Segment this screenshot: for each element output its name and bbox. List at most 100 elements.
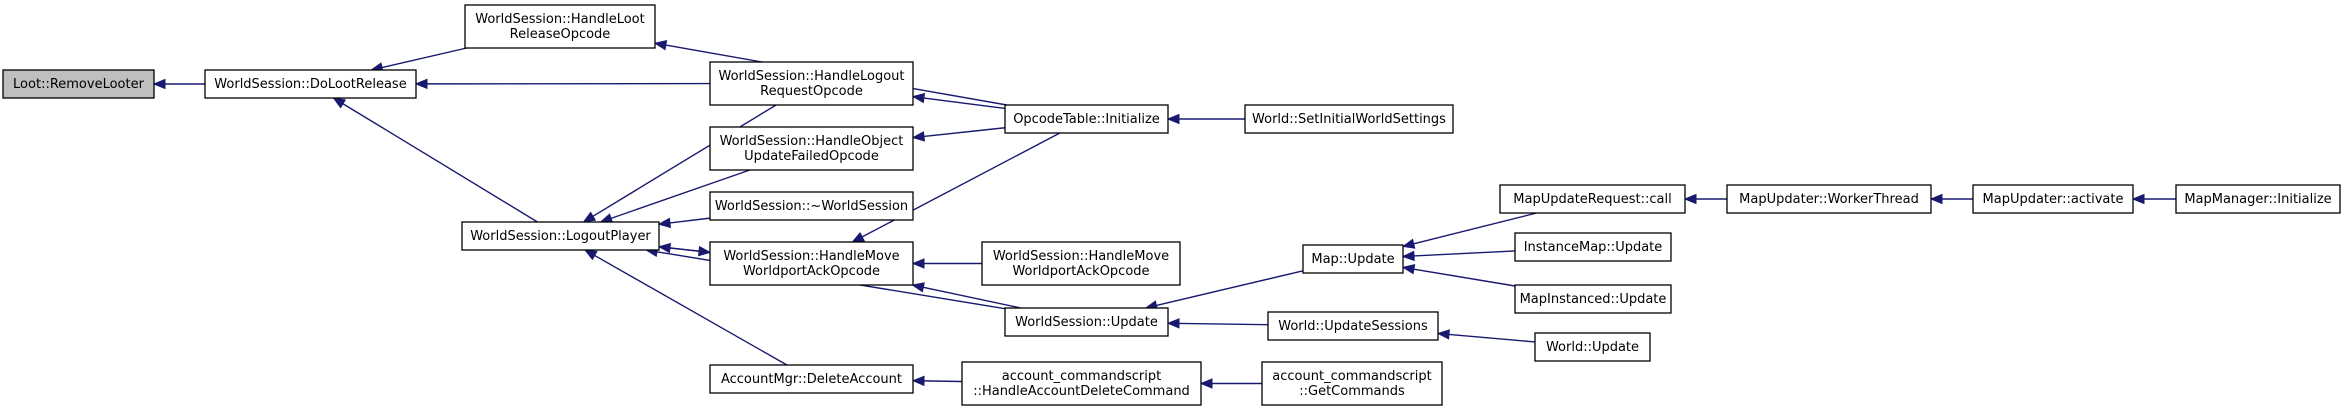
node-box[interactable] xyxy=(204,69,417,99)
node-handleobjectupdate[interactable]: WorldSession::HandleObjectUpdateFailedOp… xyxy=(709,126,914,171)
node-box[interactable] xyxy=(464,4,656,49)
node-setinitial[interactable]: World::SetInitialWorldSettings xyxy=(1244,104,1454,134)
node-workerthread[interactable]: MapUpdater::WorkerThread xyxy=(1726,184,1932,214)
arrowhead-icon xyxy=(697,245,712,257)
node-mapinstanced[interactable]: MapInstanced::Update xyxy=(1514,284,1672,314)
node-box[interactable] xyxy=(1514,284,1672,314)
node-map_update[interactable]: Map::Update xyxy=(1302,244,1404,274)
edge-instancemap-to-map_update xyxy=(1401,250,1516,262)
arrowhead-icon xyxy=(1436,329,1450,340)
node-label: MapUpdateRequest::call xyxy=(1513,192,1671,207)
node-label: WorldSession::HandleMove xyxy=(993,249,1169,264)
arrowhead-icon xyxy=(582,211,597,223)
edge-acct_getcommands-to-acct_handledelete xyxy=(1199,378,1262,389)
node-label: WorldSession::HandleMove xyxy=(723,249,899,264)
node-box[interactable] xyxy=(1261,361,1443,406)
node-label: InstanceMap::Update xyxy=(1524,240,1663,255)
node-box[interactable] xyxy=(1514,232,1672,262)
node-box[interactable] xyxy=(961,361,1202,406)
node-box[interactable] xyxy=(2175,184,2341,214)
node-box[interactable] xyxy=(709,364,914,394)
node-label: WorldSession::Update xyxy=(1015,315,1158,330)
node-box[interactable] xyxy=(461,221,660,251)
node-world_update[interactable]: World::Update xyxy=(1534,332,1651,362)
edge-line xyxy=(923,97,1006,110)
arrowhead-icon xyxy=(851,232,866,243)
node-box[interactable] xyxy=(1499,184,1686,214)
edge-world_update-to-updatesessions xyxy=(1436,329,1536,343)
node-mapupdaterequest[interactable]: MapUpdateRequest::call xyxy=(1499,184,1686,214)
node-acct_getcommands[interactable]: account_commandscript::GetCommands xyxy=(1261,361,1443,406)
node-dtor[interactable]: WorldSession::~WorldSession xyxy=(709,191,914,221)
edge-line xyxy=(592,104,777,217)
node-handlemove1[interactable]: WorldSession::HandleMoveWorldportAckOpco… xyxy=(709,241,914,286)
edge-mapmanager-to-activate xyxy=(2131,193,2176,205)
edge-line xyxy=(1413,268,1516,287)
node-updatesessions[interactable]: World::UpdateSessions xyxy=(1267,311,1439,341)
node-acct_handledelete[interactable]: account_commandscript::HandleAccountDele… xyxy=(961,361,1202,406)
edge-line xyxy=(658,246,700,252)
edge-line xyxy=(594,254,788,366)
node-loot_removelooter[interactable]: Loot::RemoveLooter xyxy=(2,69,155,99)
node-box[interactable] xyxy=(709,126,914,171)
edge-line xyxy=(1448,333,1536,343)
arrowhead-icon xyxy=(911,131,925,142)
node-label: RequestOpcode xyxy=(760,84,863,99)
node-mapmanager[interactable]: MapManager::Initialize xyxy=(2175,184,2341,214)
node-box[interactable] xyxy=(1244,104,1454,134)
node-label: OpcodeTable::Initialize xyxy=(1013,112,1160,127)
edge-workerthread-to-mapupdaterequest xyxy=(1683,193,1727,205)
arrowhead-icon xyxy=(1166,113,1180,125)
edge-deleteaccount-to-logoutplayer xyxy=(583,249,788,366)
arrowhead-icon xyxy=(911,92,926,104)
node-box[interactable] xyxy=(1004,307,1169,337)
node-dolootrelease[interactable]: WorldSession::DoLootRelease xyxy=(204,69,417,99)
node-box[interactable] xyxy=(709,61,914,106)
node-label: UpdateFailedOpcode xyxy=(744,149,879,164)
arrowhead-icon xyxy=(911,282,925,293)
node-logoutplayer[interactable]: WorldSession::LogoutPlayer xyxy=(461,221,660,251)
node-label: MapUpdater::WorkerThread xyxy=(1739,192,1919,207)
arrowhead-icon xyxy=(657,217,672,229)
node-label: WorldportAckOpcode xyxy=(743,264,880,279)
node-box[interactable] xyxy=(1534,332,1651,362)
arrowhead-icon xyxy=(152,78,166,90)
arrowhead-icon xyxy=(1683,193,1697,205)
arrowhead-icon xyxy=(414,78,428,90)
node-box[interactable] xyxy=(1302,244,1404,274)
edge-line xyxy=(1178,322,1269,326)
edge-line xyxy=(669,217,711,224)
node-box[interactable] xyxy=(709,241,914,286)
node-activate[interactable]: MapUpdater::activate xyxy=(1972,184,2134,214)
node-opcodetable[interactable]: OpcodeTable::Initialize xyxy=(1004,104,1169,134)
node-box[interactable] xyxy=(1267,311,1439,341)
edge-line xyxy=(1413,212,1537,245)
node-box[interactable] xyxy=(2,69,155,99)
arrowhead-icon xyxy=(1166,318,1180,329)
node-label: WorldSession::HandleLogout xyxy=(719,69,905,84)
node-box[interactable] xyxy=(1726,184,1932,214)
node-label: account_commandscript xyxy=(1272,369,1431,384)
node-handlemove2[interactable]: WorldSession::HandleMoveWorldportAckOpco… xyxy=(981,241,1181,286)
edge-line xyxy=(1156,270,1304,307)
node-box[interactable] xyxy=(981,241,1181,286)
arrowhead-icon xyxy=(1401,250,1415,262)
node-instancemap[interactable]: InstanceMap::Update xyxy=(1514,232,1672,262)
edge-logoutplayer-to-handlemove1 xyxy=(658,245,712,257)
edge-handlelootrelease-to-dolootrelease xyxy=(369,47,467,73)
node-ws_update[interactable]: WorldSession::Update xyxy=(1004,307,1169,337)
node-box[interactable] xyxy=(1972,184,2134,214)
node-box[interactable] xyxy=(1004,104,1169,134)
node-label: WorldSession::DoLootRelease xyxy=(214,77,406,92)
arrowhead-icon xyxy=(332,97,347,109)
node-label: Loot::RemoveLooter xyxy=(13,77,145,92)
edge-acct_handledelete-to-deleteaccount xyxy=(911,375,963,387)
edge-ws_update-to-handlemove1 xyxy=(911,282,1021,309)
edge-line xyxy=(342,103,538,223)
node-box[interactable] xyxy=(709,191,914,221)
node-deleteaccount[interactable]: AccountMgr::DeleteAccount xyxy=(709,364,914,394)
node-label: account_commandscript xyxy=(1002,369,1161,384)
